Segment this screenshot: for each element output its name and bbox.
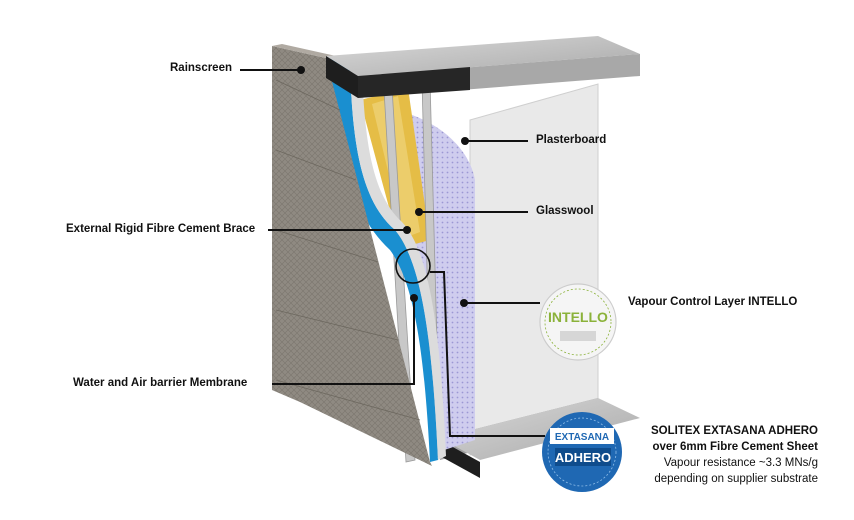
extasana-logo-text: EXTASANA — [555, 432, 609, 443]
leader-dots — [297, 66, 469, 307]
intello-logo-text: INTELLO — [548, 309, 608, 325]
label-rainscreen: Rainscreen — [170, 62, 233, 74]
label-glasswool: Glasswool — [536, 205, 594, 217]
detail-circle — [395, 248, 431, 284]
product-note-line1: SOLITEX EXTASANA ADHERO — [651, 425, 818, 437]
product-note: SOLITEX EXTASANA ADHERO over 6mm Fibre C… — [651, 423, 818, 487]
intello-logo: INTELLO — [539, 283, 617, 361]
label-water-air-barrier: Water and Air barrier Membrane — [73, 377, 248, 389]
label-plasterboard: Plasterboard — [536, 134, 607, 146]
product-note-line2: over 6mm Fibre Cement Sheet — [652, 441, 818, 453]
product-note-line4: depending on supplier substrate — [654, 473, 818, 485]
label-vapour-control-layer: Vapour Control Layer INTELLO — [628, 296, 798, 308]
adhero-logo-text: ADHERO — [555, 450, 611, 465]
leader-lines — [240, 69, 545, 437]
water-air-barrier-membrane — [326, 58, 438, 462]
fibre-cement-brace — [350, 62, 446, 460]
rainscreen-cladding — [272, 44, 432, 466]
top-floor-slab — [326, 36, 640, 98]
product-note-line3: Vapour resistance ~3.3 MNs/g — [663, 457, 818, 469]
extasana-adhero-logo: EXTASANA ADHERO — [542, 412, 622, 492]
label-fibre-cement-brace: External Rigid Fibre Cement Brace — [66, 223, 256, 235]
